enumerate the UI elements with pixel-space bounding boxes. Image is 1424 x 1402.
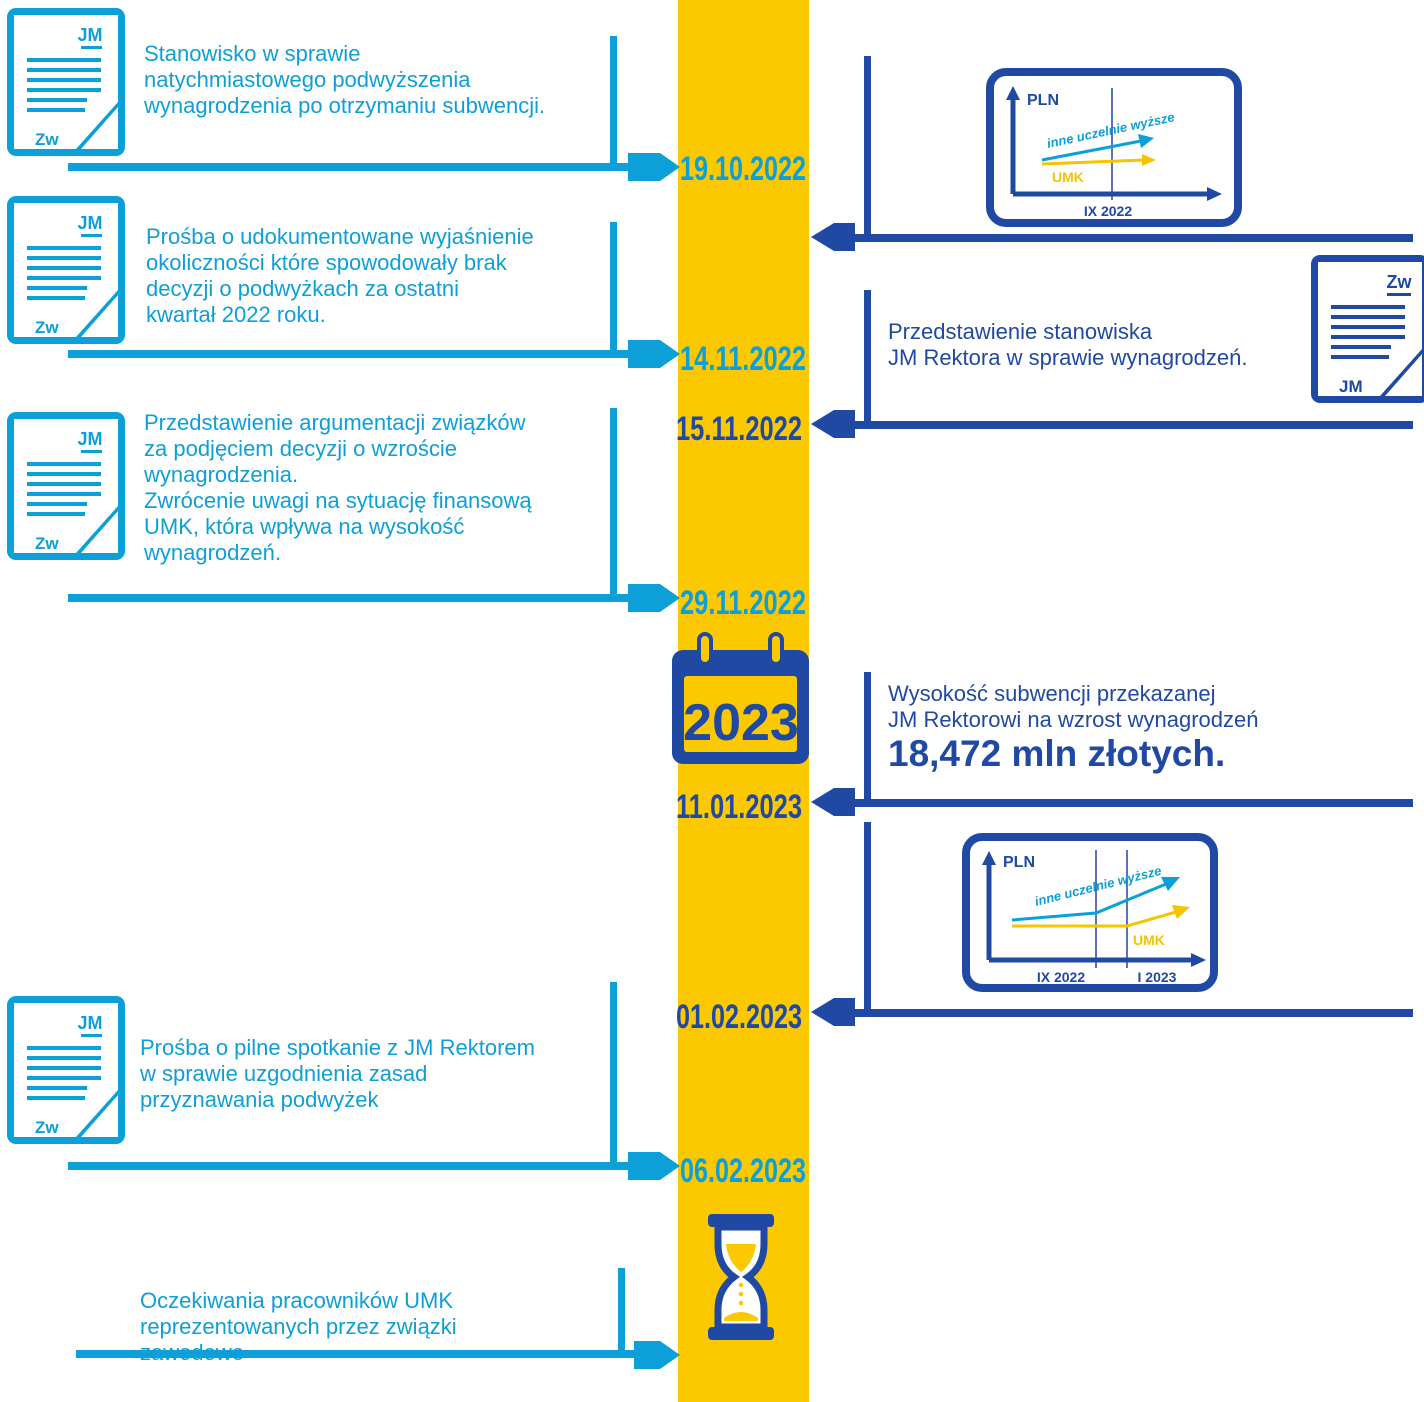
text-line: w sprawie uzgodnienia zasad — [140, 1061, 428, 1086]
date-label: 19.10.2022 — [680, 150, 806, 188]
text-line: kwartał 2022 roku. — [146, 302, 326, 327]
text-line: Stanowisko w sprawie — [144, 41, 361, 66]
event-description: Prośba o udokumentowane wyjaśnienie okol… — [146, 224, 534, 328]
svg-text:PLN: PLN — [1003, 854, 1035, 871]
event-description: Wysokość subwencji przekazanej JM Rektor… — [888, 681, 1258, 733]
left-event-4-connector — [68, 982, 680, 1180]
left-event-2-connector — [68, 222, 680, 368]
chart-icon-2: PLN inne uczelnie wyższe UMK IX 2022 I 2… — [962, 833, 1218, 992]
text-line: okoliczności które spowodowały brak — [146, 250, 507, 275]
text-line: decyzji o podwyżkach za ostatni — [146, 276, 460, 301]
svg-text:PLN: PLN — [1027, 92, 1059, 109]
event-description: Przedstawienie argumentacji związków za … — [144, 410, 532, 566]
subsidy-amount: 18,472 mln złotych. — [888, 733, 1226, 774]
svg-text:UMK: UMK — [1133, 932, 1165, 948]
text-line: wynagrodzeń. — [144, 540, 281, 565]
hourglass-icon — [708, 1214, 774, 1340]
date-label: 15.11.2022 — [676, 410, 802, 448]
right-event-rector-connector — [811, 290, 1413, 438]
text-line: Przedstawienie stanowiska — [888, 319, 1153, 344]
svg-text:JM: JM — [77, 213, 102, 233]
text-line: JM Rektora w sprawie wynagrodzeń. — [888, 345, 1248, 370]
text-line: wynagrodzenia. — [144, 462, 299, 487]
svg-text:Zw: Zw — [35, 318, 59, 337]
left-event-5-connector — [76, 1268, 680, 1369]
text-line: Przedstawienie argumentacji związków — [144, 410, 526, 435]
text-line: Prośba o udokumentowane wyjaśnienie — [146, 224, 534, 249]
svg-text:JM: JM — [1339, 377, 1363, 396]
text-line: za podjęciem decyzji o wzroście — [144, 436, 458, 461]
text-line: przyznawania podwyżek — [140, 1087, 379, 1112]
document-icon-4: JM Zw — [7, 996, 125, 1144]
svg-text:Zw: Zw — [1387, 272, 1413, 292]
date-label: 29.11.2022 — [680, 584, 806, 622]
text-line: zawodowe — [140, 1340, 244, 1365]
svg-text:UMK: UMK — [1052, 169, 1084, 185]
date-label: 06.02.2023 — [680, 1152, 806, 1190]
text-line: Oczekiwania pracowników UMK — [140, 1288, 453, 1313]
left-event-1-connector — [68, 36, 680, 181]
date-label: 14.11.2022 — [680, 340, 806, 378]
text-line: Prośba o pilne spotkanie z JM Rektorem — [140, 1035, 535, 1060]
text-line: UMK, która wpływa na wysokość — [144, 514, 465, 539]
svg-text:Zw: Zw — [35, 534, 59, 553]
svg-text:JM: JM — [77, 1013, 102, 1033]
svg-text:JM: JM — [77, 25, 102, 45]
date-label: 01.02.2023 — [676, 998, 802, 1036]
text-line: natychmiastowego podwyższenia — [144, 67, 471, 92]
text-line: JM Rektorowi na wzrost wynagrodzeń — [888, 707, 1259, 732]
svg-text:Zw: Zw — [35, 130, 59, 149]
text-line: Zwrócenie uwagi na sytuację finansową — [144, 488, 532, 513]
chart-icon-1: PLN inne uczelnie wyższe UMK IX 2022 — [986, 68, 1242, 227]
event-description: Oczekiwania pracowników UMK reprezentowa… — [140, 1288, 457, 1366]
right-event-subsidy-connector — [811, 672, 1413, 816]
document-icon-rector: Zw JM — [1311, 255, 1424, 403]
svg-text:IX 2022: IX 2022 — [1084, 203, 1132, 219]
left-event-3-connector — [68, 408, 680, 612]
text-line: reprezentowanych przez związki — [140, 1314, 457, 1339]
date-label: 11.01.2023 — [676, 788, 802, 826]
document-icon-3: JM Zw — [7, 412, 125, 560]
calendar-icon: 2023 — [672, 632, 809, 764]
right-event-chart1-connector — [811, 56, 1413, 251]
document-icon-2: JM Zw — [7, 196, 125, 344]
event-description: Przedstawienie stanowiska JM Rektora w s… — [888, 319, 1247, 371]
svg-text:IX 2022: IX 2022 — [1037, 969, 1085, 985]
event-description: Prośba o pilne spotkanie z JM Rektorem w… — [140, 1035, 535, 1113]
svg-text:JM: JM — [77, 429, 102, 449]
right-event-chart2-connector — [811, 822, 1413, 1026]
event-description: Stanowisko w sprawie natychmiastowego po… — [144, 41, 545, 119]
text-line: wynagrodzenia po otrzymaniu subwencji. — [144, 93, 546, 118]
svg-text:I 2023: I 2023 — [1138, 969, 1177, 985]
text-line: Wysokość subwencji przekazanej — [888, 681, 1216, 706]
svg-text:Zw: Zw — [35, 1118, 59, 1137]
svg-text:2023: 2023 — [683, 694, 799, 752]
document-icon-1: JM Zw — [7, 8, 125, 156]
